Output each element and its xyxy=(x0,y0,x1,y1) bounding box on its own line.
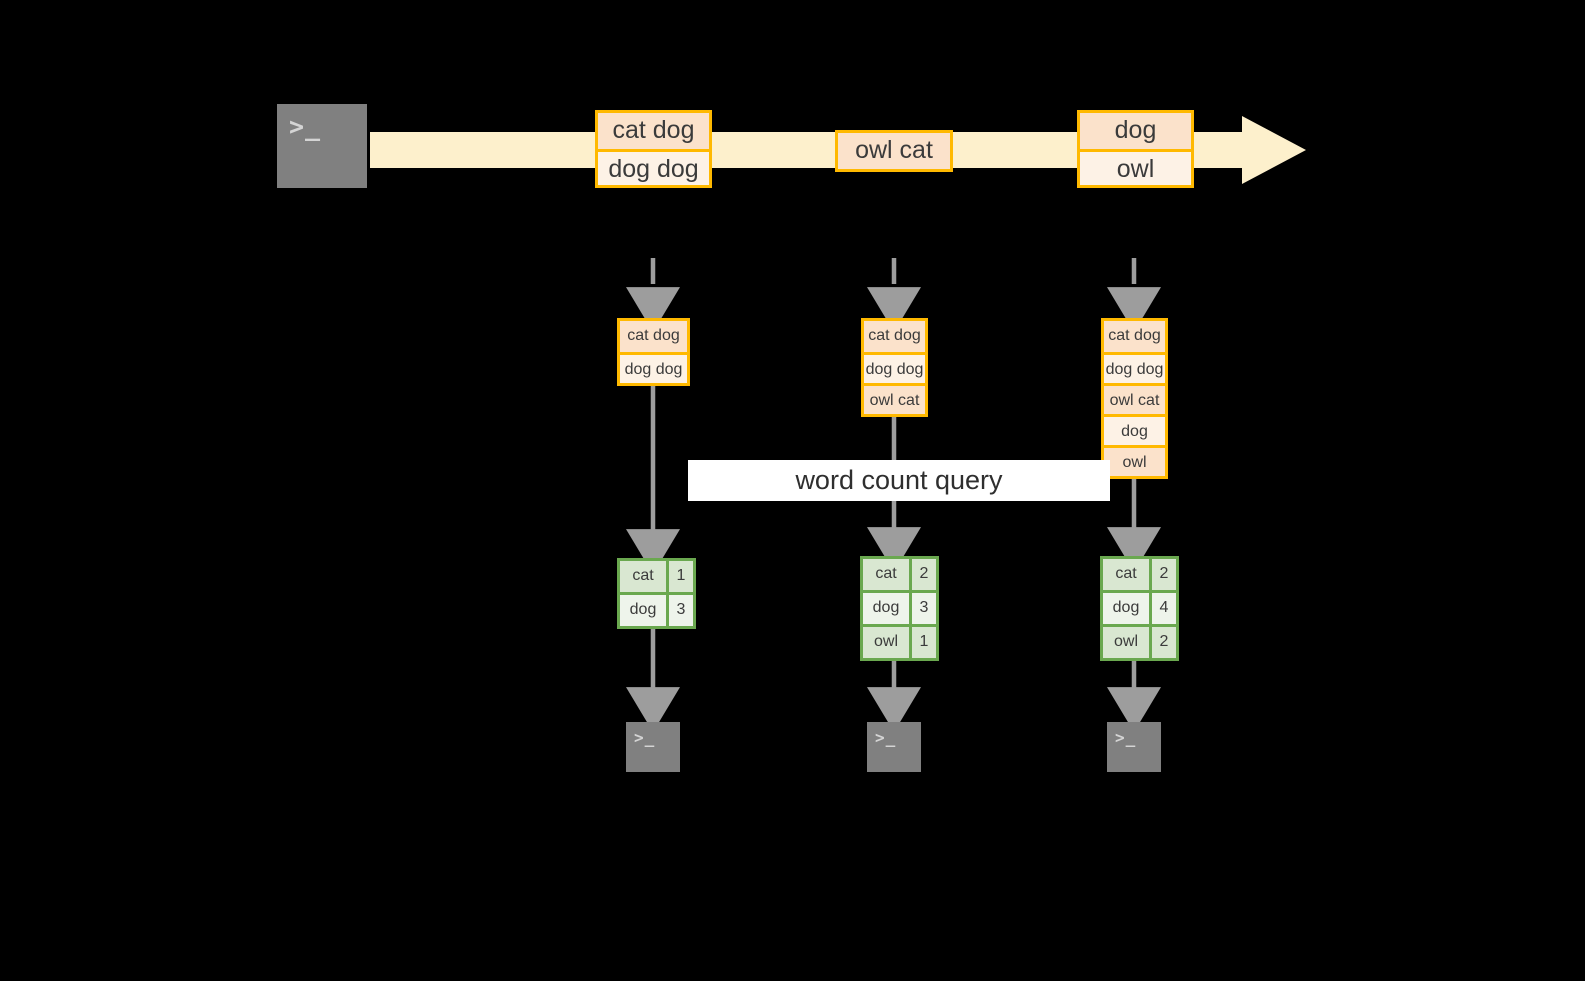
terminal-prompt-glyph: >_ xyxy=(289,112,322,141)
result-word: dog xyxy=(863,593,909,624)
stream-line: owl xyxy=(1080,149,1191,185)
result-table-1[interactable]: cat 1 dog 3 xyxy=(617,558,696,629)
table-row: cat 1 xyxy=(620,561,693,592)
stream-line: cat dog xyxy=(598,113,709,149)
result-count: 4 xyxy=(1149,593,1176,624)
result-count: 3 xyxy=(909,593,936,624)
source-terminal-icon[interactable]: >_ xyxy=(268,95,376,197)
snapshot-line: owl cat xyxy=(1104,383,1165,414)
result-word: cat xyxy=(1103,559,1149,590)
table-row: dog 3 xyxy=(863,590,936,624)
snapshot-line: dog dog xyxy=(864,352,925,383)
sink-terminal-icon-1[interactable]: >_ xyxy=(617,713,689,781)
table-row: owl 1 xyxy=(863,624,936,658)
query-label: word count query xyxy=(688,460,1110,501)
snapshot-line: dog dog xyxy=(620,352,687,383)
table-row: cat 2 xyxy=(1103,559,1176,590)
result-word: cat xyxy=(620,561,666,592)
terminal-prompt-glyph: >_ xyxy=(1115,728,1137,747)
snapshot-line: cat dog xyxy=(620,321,687,352)
snapshot-line: cat dog xyxy=(864,321,925,352)
stream-line: dog dog xyxy=(598,149,709,185)
table-row: dog 4 xyxy=(1103,590,1176,624)
result-count: 2 xyxy=(1149,559,1176,590)
result-word: dog xyxy=(1103,593,1149,624)
result-word: dog xyxy=(620,595,666,626)
snapshot-line: owl xyxy=(1104,445,1165,476)
snapshot-2[interactable]: cat dog dog dog owl cat xyxy=(861,318,928,417)
result-word: owl xyxy=(863,627,909,658)
stream-line: dog xyxy=(1080,113,1191,149)
stream-line: owl cat xyxy=(838,133,950,169)
snapshot-line: dog dog xyxy=(1104,352,1165,383)
terminal-hatch-border xyxy=(1098,713,1170,781)
stream-event-batch-3[interactable]: dog owl xyxy=(1077,110,1194,188)
snapshot-line: owl cat xyxy=(864,383,925,414)
terminal-prompt-glyph: >_ xyxy=(634,728,656,747)
snapshot-1[interactable]: cat dog dog dog xyxy=(617,318,690,386)
stream-event-batch-2[interactable]: owl cat xyxy=(835,130,953,172)
result-word: owl xyxy=(1103,627,1149,658)
result-count: 2 xyxy=(1149,627,1176,658)
result-count: 2 xyxy=(909,559,936,590)
table-row: owl 2 xyxy=(1103,624,1176,658)
terminal-hatch-border xyxy=(617,713,689,781)
result-table-2[interactable]: cat 2 dog 3 owl 1 xyxy=(860,556,939,661)
snapshot-line: dog xyxy=(1104,414,1165,445)
table-row: cat 2 xyxy=(863,559,936,590)
result-count: 1 xyxy=(909,627,936,658)
stream-event-batch-1[interactable]: cat dog dog dog xyxy=(595,110,712,188)
table-row: dog 3 xyxy=(620,592,693,626)
result-count: 1 xyxy=(666,561,693,592)
result-count: 3 xyxy=(666,595,693,626)
terminal-hatch-border xyxy=(268,95,376,197)
result-table-3[interactable]: cat 2 dog 4 owl 2 xyxy=(1100,556,1179,661)
terminal-hatch-border xyxy=(858,713,930,781)
result-word: cat xyxy=(863,559,909,590)
sink-terminal-icon-2[interactable]: >_ xyxy=(858,713,930,781)
sink-terminal-icon-3[interactable]: >_ xyxy=(1098,713,1170,781)
terminal-prompt-glyph: >_ xyxy=(875,728,897,747)
snapshot-3[interactable]: cat dog dog dog owl cat dog owl xyxy=(1101,318,1168,479)
snapshot-line: cat dog xyxy=(1104,321,1165,352)
